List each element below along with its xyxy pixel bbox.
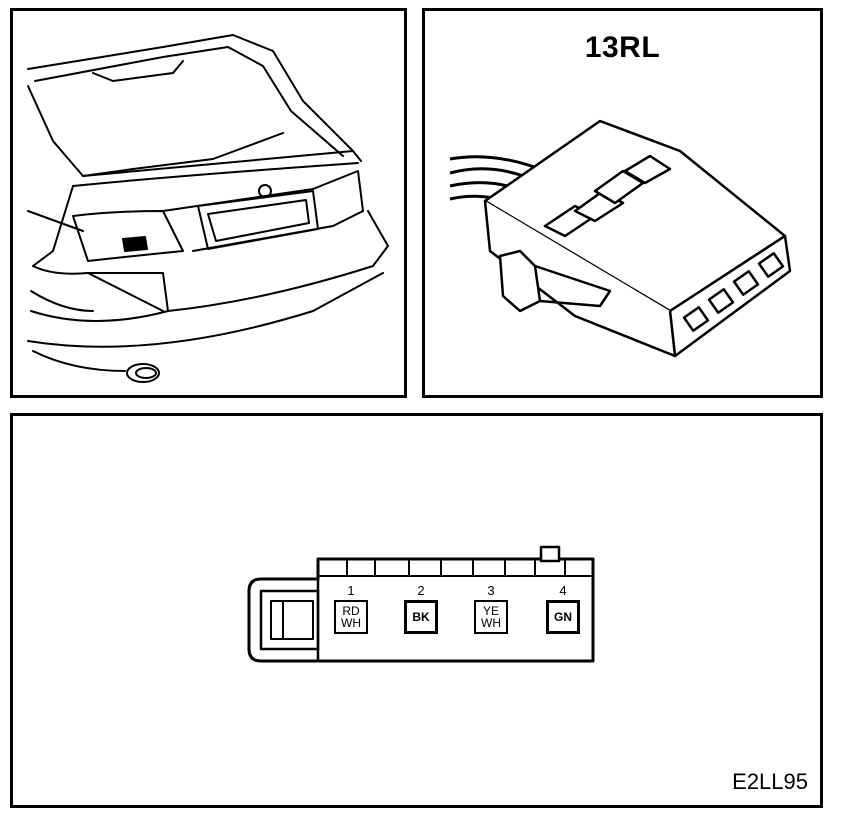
pin-3-color-line-1: YE	[482, 604, 499, 618]
pin-1-number: 1	[347, 583, 355, 598]
pin-4-wire-color: GN	[546, 600, 580, 634]
pin-2-color-line-1: BK	[412, 610, 430, 624]
connector-id-label: 13RL	[584, 31, 661, 64]
pin-2-wire-color: BK	[404, 600, 438, 634]
pin-3-number: 3	[487, 583, 495, 598]
pin-1-wire-color: RD WH	[334, 600, 368, 634]
pin-4-color-line-1: GN	[554, 610, 572, 624]
pin-1-color-line-2: WH	[341, 616, 361, 630]
reference-code: E2LL95	[732, 769, 808, 794]
connector-3d-illustration	[449, 119, 792, 358]
connector-3d-panel: 13RL	[422, 8, 823, 398]
pin-4-number: 4	[559, 583, 567, 598]
car-rear-illustration	[27, 34, 389, 383]
pin-3-wire-color: YE WH	[474, 600, 508, 634]
pin-3-color-line-2: WH	[481, 616, 501, 630]
pin-1-color-line-1: RD	[342, 604, 360, 618]
car-rear-view-panel	[10, 8, 407, 398]
connector-pinout-panel: 1 2 3 4 RD WH BK YE WH GN E2LL95	[10, 413, 823, 808]
pin-2-number: 2	[417, 583, 425, 598]
